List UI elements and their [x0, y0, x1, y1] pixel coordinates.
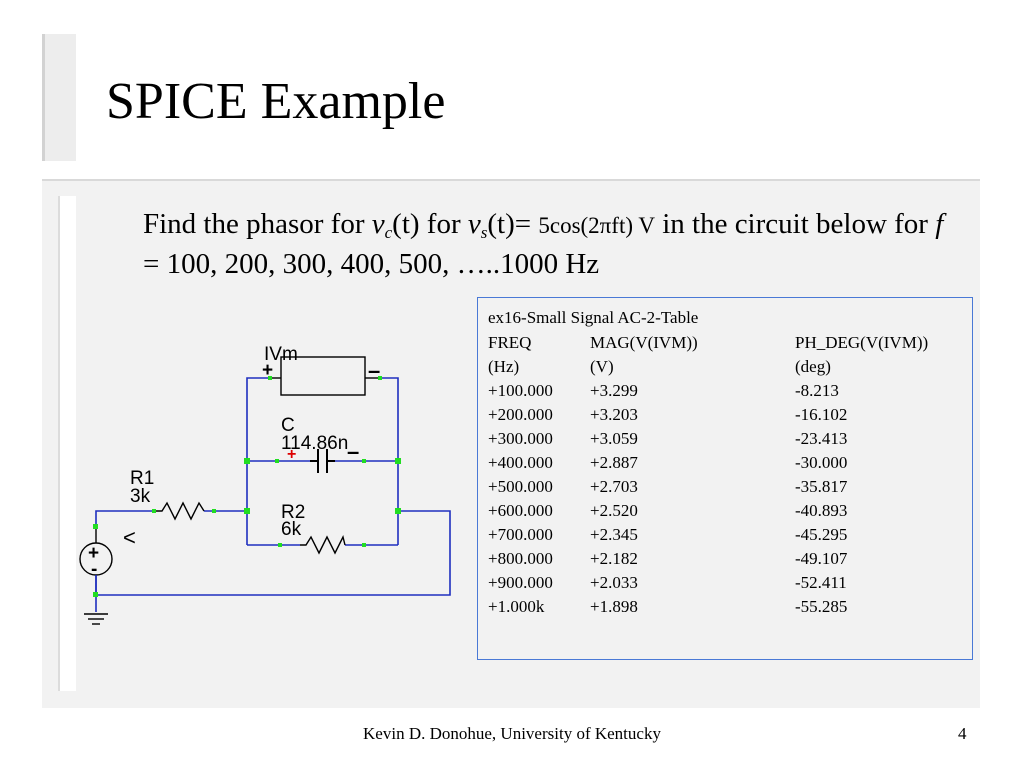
unit-cell: (V) [590, 357, 614, 376]
capacitor-name: C [281, 415, 295, 436]
table-cell: -55.285 [795, 597, 848, 616]
table-cell: +1.898 [590, 597, 638, 616]
problem-text: (t) [487, 208, 515, 240]
table-cell: +400.000 [488, 453, 553, 472]
ammeter-minus: – [368, 358, 380, 383]
table-cell: +500.000 [488, 477, 553, 496]
table-header-row: FREQ MAG(V(IVM)) PH_DEG(V(IVM)) [488, 331, 928, 355]
table-cell: +100.000 [488, 381, 553, 400]
table-cell: +300.000 [488, 429, 553, 448]
r2-value: 6k [281, 519, 302, 540]
circuit-nodes [93, 376, 401, 597]
table-cell: +3.203 [590, 405, 638, 424]
table-cell: +2.345 [590, 525, 638, 544]
problem-text: in the circuit below for [654, 208, 936, 240]
var-v: v [371, 208, 385, 240]
circuit-schematic: IVm + – C 114.86n + – R1 3k R2 6k < + - [79, 344, 451, 625]
table-cell: -30.000 [795, 453, 848, 472]
table-cell: +200.000 [488, 405, 553, 424]
table-row: +300.000 +3.059 -23.413 [488, 427, 928, 451]
frequency-list: = 100, 200, 300, 400, 500, …..1000 Hz [143, 248, 600, 280]
table-row: +1.000k +1.898 -55.285 [488, 595, 928, 619]
results-table-panel: ex16-Small Signal AC-2-Table FREQ MAG(V(… [477, 297, 973, 660]
table-row: +400.000 +2.887 -30.000 [488, 451, 928, 475]
column-header: PH_DEG(V(IVM)) [795, 333, 929, 352]
table-row: +500.000 +2.703 -35.817 [488, 475, 928, 499]
problem-text: = [514, 208, 539, 240]
results-table: FREQ MAG(V(IVM)) PH_DEG(V(IVM)) (Hz) (V)… [488, 331, 928, 619]
circuit-wires [95, 377, 451, 612]
column-header: MAG(V(IVM)) [590, 333, 698, 352]
sub-s: s [480, 223, 488, 242]
ammeter-plus: + [262, 360, 273, 381]
unit-cell: (deg) [795, 357, 831, 376]
problem-text: (t) [392, 208, 420, 240]
r2-resistor [300, 534, 346, 555]
source-expression: 5cos(2πft) V [538, 213, 655, 238]
table-row: +600.000 +2.520 -40.893 [488, 499, 928, 523]
var-f: f [935, 208, 944, 240]
source-plus: + [88, 543, 99, 564]
table-cell: +2.520 [590, 501, 638, 520]
table-row: +200.000 +3.203 -16.102 [488, 403, 928, 427]
table-row: +900.000 +2.033 -52.411 [488, 571, 928, 595]
table-cell: +2.033 [590, 573, 638, 592]
capacitor-plus: + [287, 446, 296, 463]
unit-cell: (Hz) [488, 357, 520, 376]
table-cell: +900.000 [488, 573, 553, 592]
ammeter-label: IVm [264, 344, 298, 365]
r1-name: R1 [130, 468, 154, 489]
table-cell: +700.000 [488, 525, 553, 544]
column-header: FREQ [488, 333, 532, 352]
problem-statement: Find the phasor for vc(t) for vs(t)= 5co… [143, 205, 963, 284]
table-cell: +1.000k [488, 597, 545, 616]
table-cell: +2.182 [590, 549, 638, 568]
table-cell: -49.107 [795, 549, 848, 568]
table-row: +100.000 +3.299 -8.213 [488, 379, 928, 403]
ground-symbol [84, 613, 108, 625]
table-cell: -52.411 [795, 573, 847, 592]
table-cell: -35.817 [795, 477, 848, 496]
ammeter-box [280, 356, 366, 396]
source-minus: - [91, 559, 97, 580]
page-number: 4 [958, 724, 967, 743]
table-units-row: (Hz) (V) (deg) [488, 355, 928, 379]
capacitor-symbol [310, 449, 335, 473]
table-cell: +800.000 [488, 549, 553, 568]
capacitor-minus: – [347, 439, 359, 464]
footer-credit: Kevin D. Donohue, University of Kentucky [363, 724, 661, 743]
problem-text: for [419, 208, 468, 240]
r1-value: 3k [130, 486, 151, 507]
r2-name: R2 [281, 502, 305, 523]
table-cell: +3.059 [590, 429, 638, 448]
table-cell: -45.295 [795, 525, 848, 544]
table-title: ex16-Small Signal AC-2-Table [488, 308, 699, 327]
table-cell: +2.703 [590, 477, 638, 496]
table-cell: -23.413 [795, 429, 848, 448]
table-cell: +3.299 [590, 381, 638, 400]
title-accent-bar [42, 34, 76, 161]
table-cell: +600.000 [488, 501, 553, 520]
var-v: v [467, 208, 481, 240]
table-row: +800.000 +2.182 -49.107 [488, 547, 928, 571]
problem-text: Find the phasor for [143, 208, 372, 240]
table-cell: +2.887 [590, 453, 638, 472]
table-cell: -40.893 [795, 501, 848, 520]
sub-c: c [384, 223, 393, 242]
slide-title: SPICE Example [106, 73, 446, 130]
capacitor-value: 114.86n [281, 433, 348, 454]
r1-resistor [156, 501, 205, 521]
table-row: +700.000 +2.345 -45.295 [488, 523, 928, 547]
table-cell: -16.102 [795, 405, 848, 424]
table-cell: -8.213 [795, 381, 839, 400]
content-accent-bar [58, 196, 76, 691]
source-direction-symbol: < [123, 525, 136, 550]
